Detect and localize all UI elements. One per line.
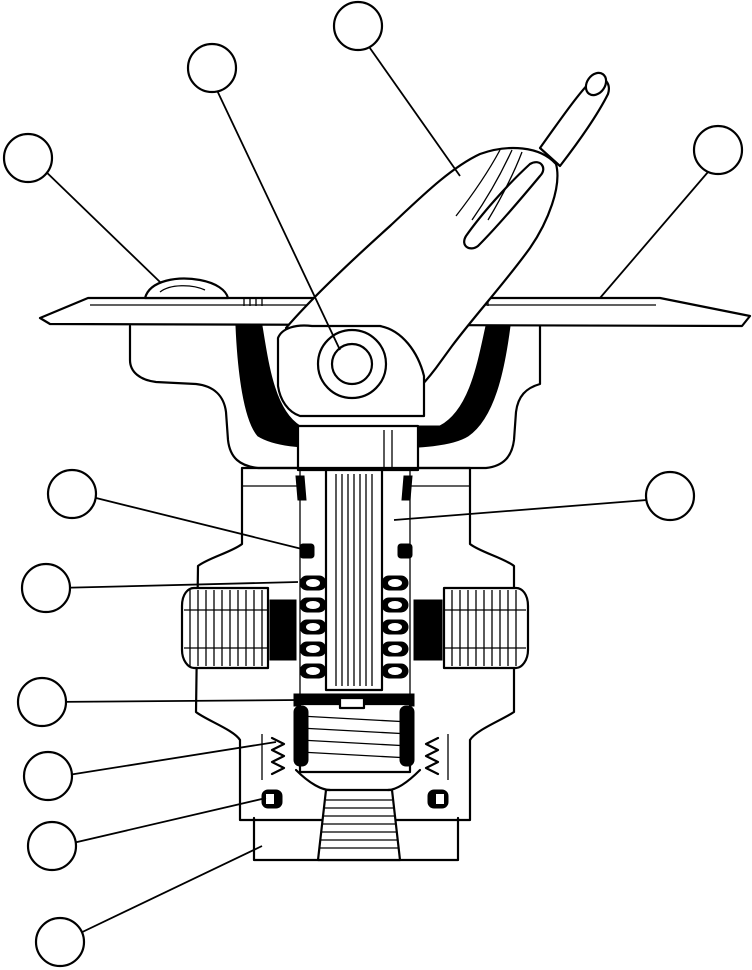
callout-11 [34,916,86,968]
bottom-o-rings [261,789,449,809]
callout-2 [186,42,238,94]
callout-9 [22,750,74,802]
callout-6 [644,470,696,522]
bellows-seal [261,734,449,780]
stem-o-rings [295,475,413,559]
lever-handle [276,71,610,418]
bottom-fitting [252,768,460,862]
right-knurled-ring [413,586,530,670]
callout-5 [46,468,98,520]
callout-3 [332,0,384,52]
callout-4 [692,124,744,176]
piston [293,693,415,774]
callout-1 [2,132,54,184]
stem-guide [296,424,420,472]
dome-button [143,277,230,300]
callout-8 [16,676,68,728]
callout-10 [26,820,78,872]
upper-spring [299,575,409,679]
valve-stem [324,468,384,692]
middle-body [194,466,516,822]
callout-leaders [39,33,721,937]
callout-7 [20,562,72,614]
left-knurled-ring [180,586,297,670]
